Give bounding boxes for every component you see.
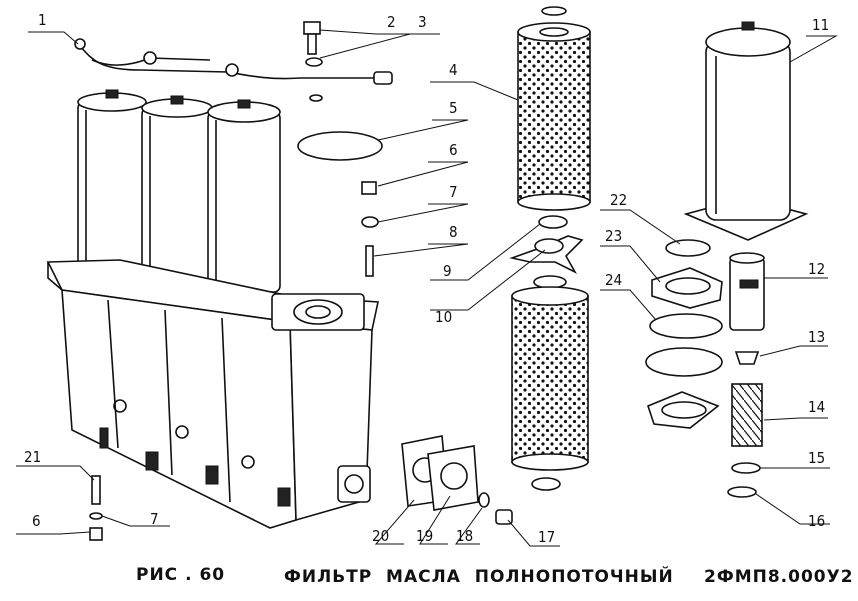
callout-22: 22 xyxy=(610,191,627,209)
figure-number: РИС . 60 xyxy=(136,565,225,585)
callout-6-lower: 6 xyxy=(32,512,41,530)
seal-ring xyxy=(478,492,490,508)
callout-18: 18 xyxy=(456,527,473,545)
callout-5: 5 xyxy=(449,99,458,117)
callout-19: 19 xyxy=(416,527,433,545)
callout-7: 7 xyxy=(449,183,458,201)
canister-right xyxy=(207,99,281,293)
washer-part xyxy=(89,512,103,520)
callout-24: 24 xyxy=(605,271,622,289)
washer-part xyxy=(309,94,323,102)
oil-tube-assembly xyxy=(74,38,393,85)
callout-14: 14 xyxy=(808,398,825,416)
gasket-plate xyxy=(427,445,479,511)
canister-middle xyxy=(141,95,213,287)
spider-part xyxy=(509,235,584,274)
callout-3: 3 xyxy=(418,13,427,31)
washer-part xyxy=(305,57,323,67)
plate-part xyxy=(651,267,723,309)
seal-ring xyxy=(649,313,723,339)
seal-ring xyxy=(538,215,568,229)
valve-sleeve xyxy=(729,252,765,331)
part-code: 2ФМП8.000У2 xyxy=(704,567,854,587)
gasket-ring xyxy=(297,131,383,161)
callout-20: 20 xyxy=(372,527,389,545)
canister-left xyxy=(77,89,147,278)
leader-lines xyxy=(16,29,838,547)
callout-17: 17 xyxy=(538,528,555,546)
callout-8: 8 xyxy=(449,223,458,241)
bolt-part xyxy=(303,21,321,55)
stud-part xyxy=(365,245,374,277)
callout-7-lower: 7 xyxy=(150,510,159,528)
callout-4: 4 xyxy=(449,61,458,79)
housing-body xyxy=(61,289,297,529)
seal-ring xyxy=(727,486,757,498)
figure-title: ФИЛЬТР МАСЛА ПОЛНОПОТОЧНЫЙ xyxy=(284,565,674,587)
stud-part xyxy=(91,475,101,505)
filter-element-upper xyxy=(517,6,591,211)
callout-10: 10 xyxy=(435,308,452,326)
callout-15: 15 xyxy=(808,449,825,467)
nut-part xyxy=(361,181,377,195)
nut-part xyxy=(89,527,103,541)
callout-1: 1 xyxy=(38,11,47,29)
filter-housing-assembly xyxy=(46,89,379,529)
callout-16: 16 xyxy=(808,512,825,530)
snap-ring xyxy=(665,239,711,257)
valve-part xyxy=(734,351,760,365)
callout-23: 23 xyxy=(605,227,622,245)
callout-21: 21 xyxy=(24,448,41,466)
callout-2: 2 xyxy=(387,13,396,31)
washer-part xyxy=(731,462,761,474)
cover-part xyxy=(683,21,809,241)
callout-labels: 1 2 3 4 5 6 7 8 9 10 11 12 13 14 15 16 1… xyxy=(24,11,829,546)
callout-12: 12 xyxy=(808,260,825,278)
washer-part xyxy=(361,216,379,228)
callout-11: 11 xyxy=(812,16,829,34)
callout-9: 9 xyxy=(443,262,452,280)
spring-part xyxy=(731,383,763,447)
callout-13: 13 xyxy=(808,328,825,346)
filter-element-lower xyxy=(511,286,589,491)
callout-6: 6 xyxy=(449,141,458,159)
